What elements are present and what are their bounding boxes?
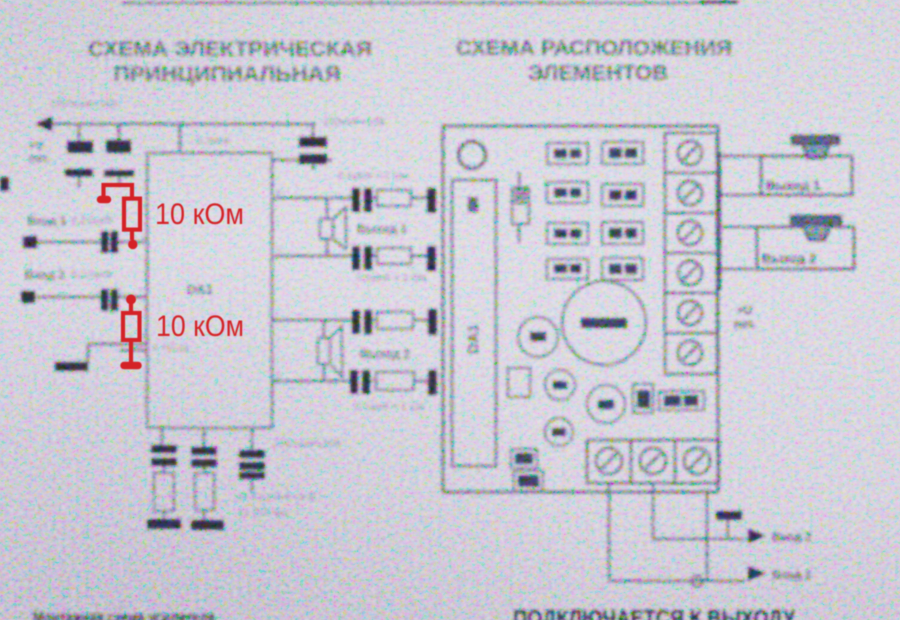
svg-text:10 кОм: 10 кОм [156,310,244,343]
svg-text:10 кОм: 10 кОм [155,198,244,231]
